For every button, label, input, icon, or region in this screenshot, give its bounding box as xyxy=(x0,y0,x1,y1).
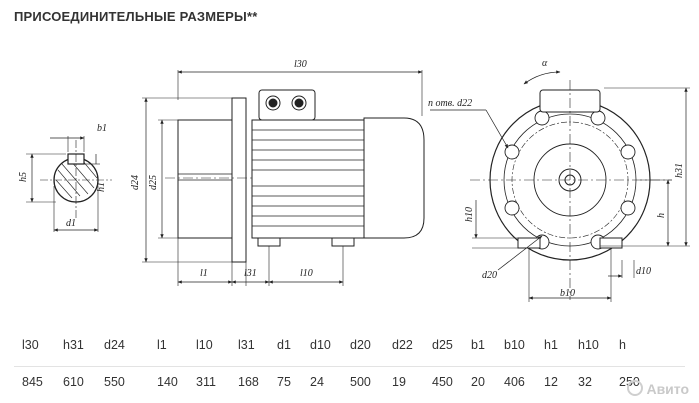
table-cell: 24 xyxy=(310,375,324,389)
watermark-text: Авито xyxy=(646,381,689,397)
table-cell: 75 xyxy=(277,375,291,389)
label-d25: d25 xyxy=(148,175,159,190)
shaft-spigot xyxy=(177,119,233,239)
table-cell: 610 xyxy=(63,375,84,389)
label-h1: h1 xyxy=(96,182,107,192)
motor-dimension-drawing: b1 h5 h1 d1 xyxy=(18,58,690,302)
fan-cover xyxy=(363,117,425,239)
stator-housing xyxy=(251,119,365,239)
label-l31: l31 xyxy=(244,268,257,279)
table-header-cell: d25 xyxy=(432,338,453,352)
label-d1: d1 xyxy=(66,218,76,229)
label-h10: h10 xyxy=(464,207,475,222)
table-cell: 311 xyxy=(196,375,216,389)
table-header-cell: l1 xyxy=(157,338,167,352)
table-header-cell: h xyxy=(619,338,626,352)
shaft-section-view xyxy=(26,136,112,232)
watermark-logo-icon xyxy=(627,380,644,396)
table-cell: 140 xyxy=(157,375,178,389)
label-h31: h31 xyxy=(674,163,685,178)
label-l10: l10 xyxy=(300,268,313,279)
label-alpha: α xyxy=(542,58,548,69)
table-header-cell: d24 xyxy=(104,338,125,352)
table-header-cell: h1 xyxy=(544,338,558,352)
table-cell: 20 xyxy=(471,375,485,389)
label-l1: l1 xyxy=(200,268,208,279)
label-b10: b10 xyxy=(560,288,575,299)
avito-watermark: Авито xyxy=(627,380,689,397)
motor-front-view xyxy=(430,70,690,302)
page-title: ПРИСОЕДИНИТЕЛЬНЫЕ РАЗМЕРЫ** xyxy=(14,9,258,24)
table-cell: 406 xyxy=(504,375,525,389)
table-header-cell: h10 xyxy=(578,338,599,352)
table-cell: 450 xyxy=(432,375,453,389)
table-header-cell: b1 xyxy=(471,338,485,352)
table-cell: 168 xyxy=(238,375,259,389)
table-header-cell: d22 xyxy=(392,338,413,352)
label-d24: d24 xyxy=(130,175,141,190)
table-header-cell: l31 xyxy=(238,338,255,352)
label-d20: d20 xyxy=(482,270,497,281)
table-cell: 19 xyxy=(392,375,406,389)
table-cell: 845 xyxy=(22,375,43,389)
label-holes: n отв. d22 xyxy=(428,98,472,109)
table-values-row: 845 610 550 140 311 168 75 24 500 19 450… xyxy=(0,375,699,391)
table-header-cell: l10 xyxy=(196,338,213,352)
table-cell: 500 xyxy=(350,375,371,389)
label-d10: d10 xyxy=(636,266,651,277)
table-divider xyxy=(14,366,685,367)
motor-side-view xyxy=(142,70,425,286)
table-header-cell: d20 xyxy=(350,338,371,352)
table-cell: 550 xyxy=(104,375,125,389)
table-header-cell: d1 xyxy=(277,338,291,352)
label-h5: h5 xyxy=(18,172,29,182)
table-header-cell: b10 xyxy=(504,338,525,352)
label-l30: l30 xyxy=(294,59,307,70)
table-cell: 32 xyxy=(578,375,592,389)
label-b1: b1 xyxy=(97,123,107,134)
flange xyxy=(231,97,247,263)
table-header-cell: d10 xyxy=(310,338,331,352)
table-header-cell: h31 xyxy=(63,338,84,352)
label-h: h xyxy=(656,213,667,218)
table-header-row: l30 h31 d24 l1 l10 l31 d1 d10 d20 d22 d2… xyxy=(0,338,699,354)
table-cell: 12 xyxy=(544,375,558,389)
table-header-cell: l30 xyxy=(22,338,39,352)
